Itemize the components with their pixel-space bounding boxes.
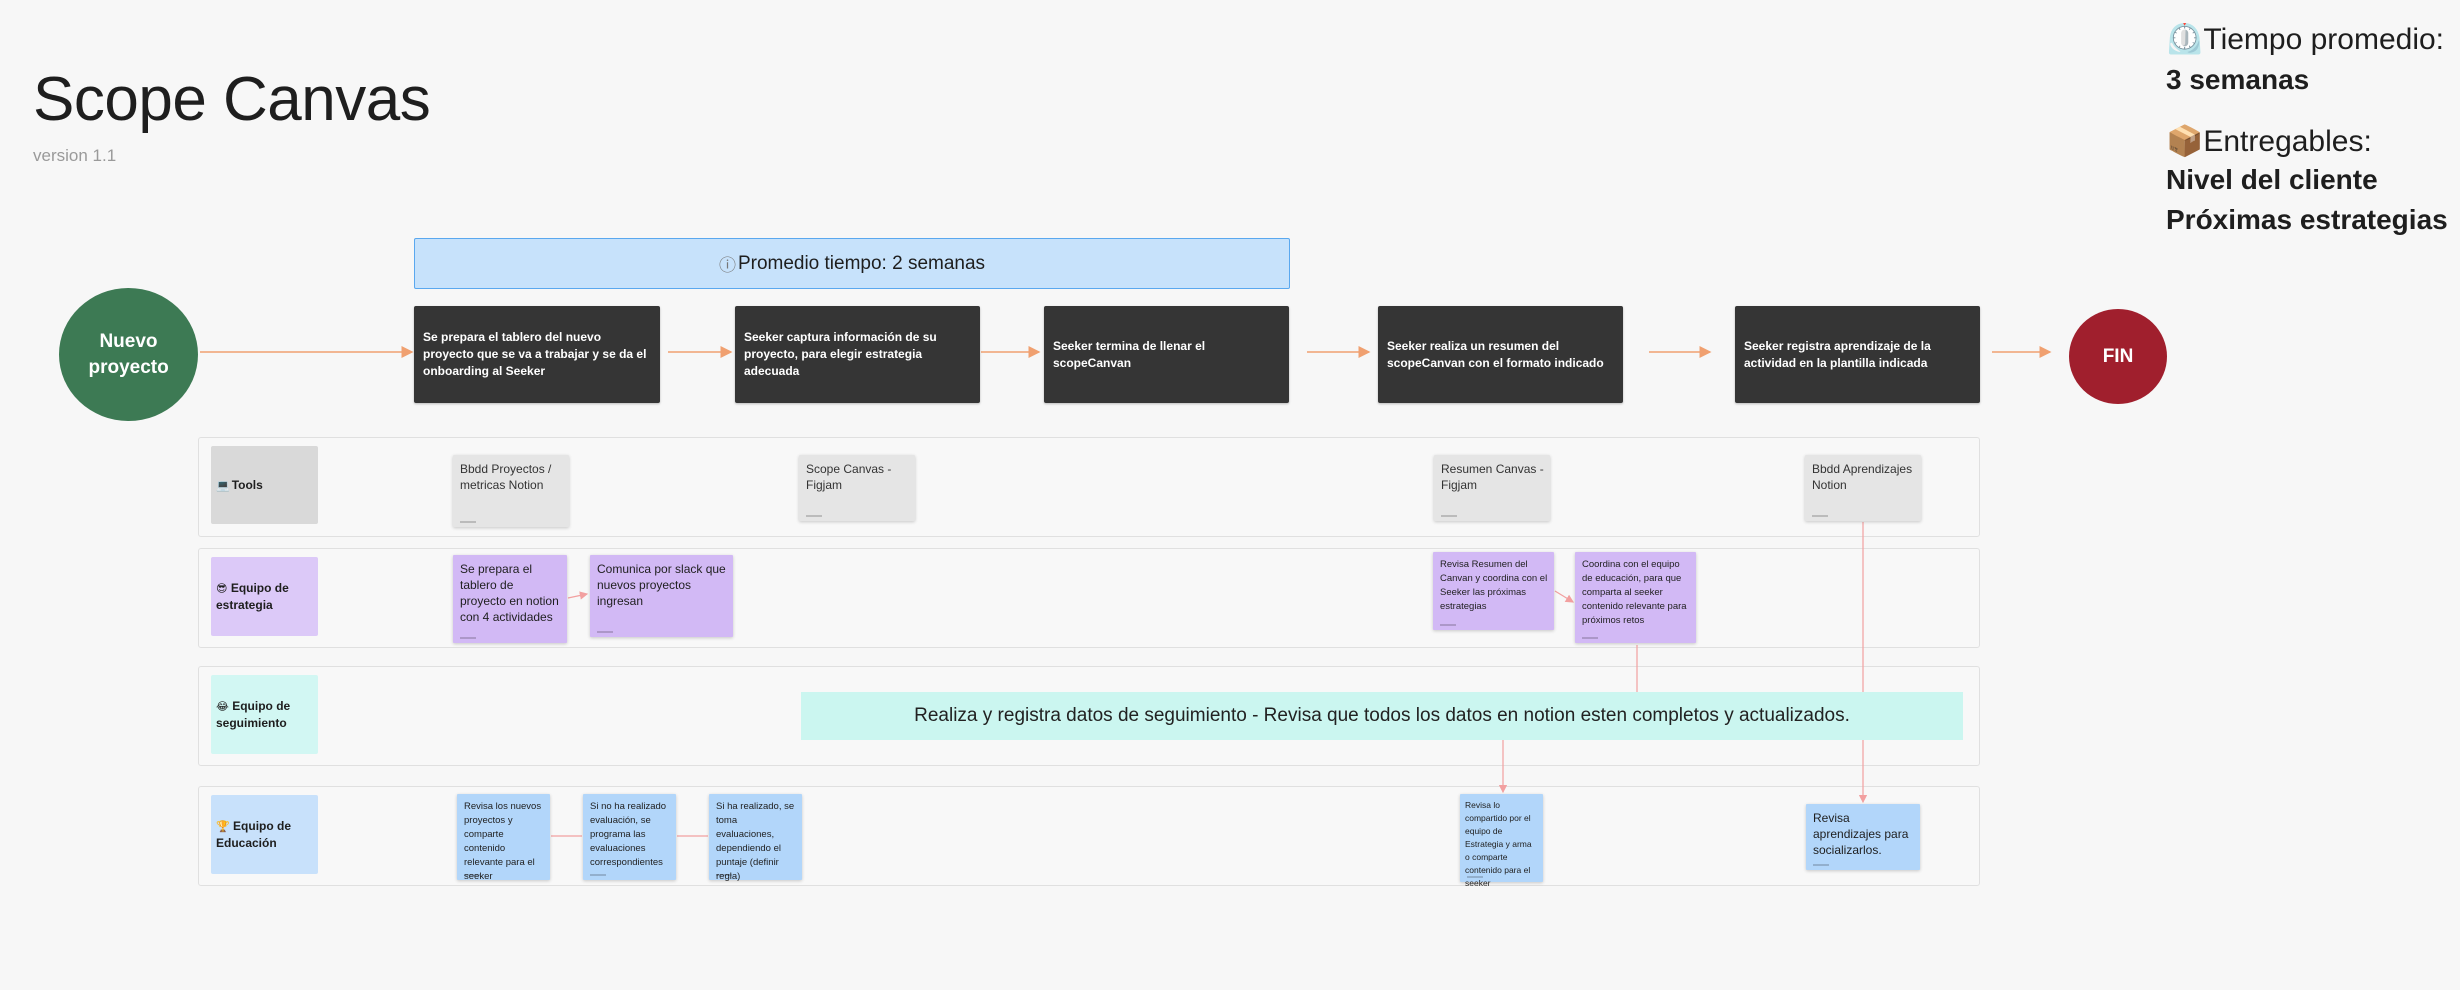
- sunglasses-icon: 😎: [216, 581, 228, 595]
- tool-note[interactable]: Resumen Canvas - Figjam: [1434, 455, 1550, 521]
- note-text: Bbdd Proyectos / metricas Notion: [460, 462, 552, 492]
- end-node-label: FIN: [2102, 345, 2134, 367]
- start-node[interactable]: Nuevo proyecto: [59, 288, 198, 421]
- time-summary: ⏲️Tiempo promedio:: [2166, 22, 2444, 57]
- lane-label-strategy: 😎 Equipo de estrategia: [211, 557, 318, 636]
- flow-step-2[interactable]: Seeker captura información de su proyect…: [735, 306, 980, 403]
- education-note[interactable]: Revisa los nuevos proyectos y comparte c…: [457, 794, 550, 882]
- note-text: Comunica por slack que nuevos proyectos …: [597, 562, 726, 608]
- education-note[interactable]: Revisa lo compartido por el equipo de Es…: [1460, 794, 1543, 888]
- lane-label-tracking: 😂 Equipo de seguimiento: [211, 675, 318, 754]
- flow-step-text: Seeker termina de llenar el scopeCanvan: [1053, 338, 1206, 370]
- timer-icon: ⏲️: [2166, 22, 2204, 57]
- flow-step-text: Seeker captura información de su proyect…: [744, 330, 937, 378]
- time-value: 3 semanas: [2166, 64, 2310, 95]
- trophy-icon: 🏆: [216, 819, 230, 833]
- flow-step-1[interactable]: Se prepara el tablero del nuevo proyecto…: [414, 306, 660, 403]
- note-text: Revisa lo compartido por el equipo de Es…: [1465, 800, 1532, 888]
- lane-label-text: Equipo de Educación: [216, 818, 292, 850]
- note-text: Coordina con el equipo de educación, par…: [1582, 559, 1687, 626]
- strategy-note[interactable]: Se prepara el tablero de proyecto en not…: [453, 555, 567, 643]
- lane-label-tools: 💻Tools: [211, 446, 318, 524]
- deliverables-summary: 📦Entregables:: [2166, 124, 2372, 159]
- lane-label-text: Tools: [231, 477, 263, 492]
- education-note[interactable]: Si ha realizado, se toma evaluaciones, d…: [709, 794, 802, 882]
- flow-step-text: Seeker registra aprendizaje de la activi…: [1744, 338, 1931, 370]
- info-icon: ⓘ: [718, 256, 736, 276]
- deliverable-item: Nivel del cliente: [2166, 164, 2378, 195]
- education-note[interactable]: Revisa aprendizajes para socializarlos.: [1806, 804, 1920, 870]
- tracking-bar[interactable]: Realiza y registra datos de seguimiento …: [801, 692, 1963, 740]
- education-note[interactable]: Si no ha realizado evaluación, se progra…: [583, 794, 676, 880]
- version-label: version 1.1: [33, 146, 117, 165]
- tool-note[interactable]: Bbdd Aprendizajes Notion: [1805, 455, 1921, 521]
- strategy-note[interactable]: Revisa Resumen del Canvan y coordina con…: [1433, 552, 1554, 630]
- note-text: Resumen Canvas - Figjam: [1441, 462, 1544, 492]
- note-text: Revisa aprendizajes para socializarlos.: [1813, 811, 1909, 857]
- deliverables-label: Entregables:: [2203, 125, 2372, 158]
- tracking-bar-text: Realiza y registra datos de seguimiento …: [914, 705, 1850, 726]
- flow-step-text: Seeker realiza un resumen del scopeCanva…: [1387, 338, 1604, 370]
- strategy-note[interactable]: Coordina con el equipo de educación, par…: [1575, 552, 1696, 643]
- connector-line: [1554, 590, 1575, 603]
- note-text: Se prepara el tablero de proyecto en not…: [460, 562, 559, 624]
- average-time-text: Promedio tiempo: 2 semanas: [737, 252, 986, 274]
- flow-step-text: Se prepara el tablero del nuevo proyecto…: [423, 330, 647, 378]
- connector-line: [567, 591, 589, 600]
- start-node-label: Nuevo proyecto: [88, 330, 169, 378]
- lane-label-education: 🏆 Equipo de Educación: [211, 795, 318, 874]
- end-node[interactable]: FIN: [2069, 309, 2167, 404]
- flow-step-5[interactable]: Seeker registra aprendizaje de la activi…: [1735, 306, 1980, 403]
- lane-label-text: Equipo de estrategia: [216, 580, 289, 612]
- laughing-icon: 😂: [216, 699, 229, 713]
- flow-step-4[interactable]: Seeker realiza un resumen del scopeCanva…: [1378, 306, 1623, 403]
- note-text: Bbdd Aprendizajes Notion: [1812, 462, 1913, 492]
- note-text: Revisa los nuevos proyectos y comparte c…: [464, 801, 542, 882]
- note-text: Si ha realizado, se toma evaluaciones, d…: [716, 801, 795, 882]
- time-label: Tiempo promedio:: [2203, 23, 2445, 56]
- laptop-icon: 💻: [216, 478, 230, 492]
- page-title: Scope Canvas: [33, 65, 431, 134]
- tool-note[interactable]: Scope Canvas - Figjam: [799, 455, 915, 521]
- lane-label-text: Equipo de seguimiento: [216, 698, 291, 730]
- package-icon: 📦: [2166, 124, 2204, 159]
- deliverable-item: Próximas estrategias: [2166, 204, 2448, 235]
- note-text: Revisa Resumen del Canvan y coordina con…: [1440, 559, 1548, 612]
- note-text: Scope Canvas - Figjam: [806, 462, 892, 492]
- note-text: Si no ha realizado evaluación, se progra…: [590, 801, 667, 868]
- flow-step-3[interactable]: Seeker termina de llenar el scopeCanvan: [1044, 306, 1289, 403]
- strategy-note[interactable]: Comunica por slack que nuevos proyectos …: [590, 555, 733, 637]
- tool-note[interactable]: Bbdd Proyectos / metricas Notion: [453, 455, 569, 527]
